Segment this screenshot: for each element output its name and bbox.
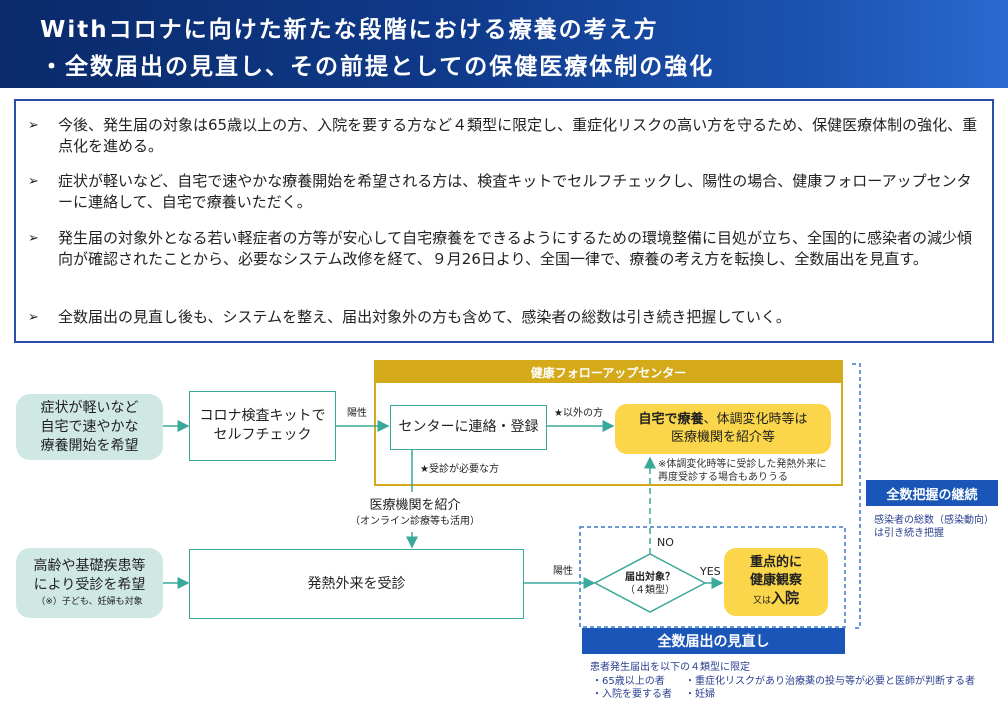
criteria-item: ・妊婦 — [685, 689, 715, 700]
intensive-line: 健康観察 — [749, 573, 802, 588]
diamond-label: 届出対象？ （４類型） — [605, 571, 695, 597]
refer-medical-institution: 医療機関を紹介 — [369, 498, 461, 513]
arrow-bullet-icon: ➢ — [28, 310, 39, 325]
continue-note: 感染者の総数（感染動向） は引き続き把握 — [874, 514, 994, 540]
intensive-line-3: 又は入院 — [753, 590, 799, 610]
pill-line: 高齢や基礎疾患等 — [33, 558, 146, 574]
positive-label-2: 陽性 — [553, 566, 573, 577]
positive-label: 陽性 — [347, 408, 367, 419]
home-care-box: 自宅で療養、体調変化時等は 医療機関を紹介等 — [615, 404, 831, 454]
yes-label: YES — [700, 565, 721, 578]
intensive-line: 重点的に — [749, 555, 802, 570]
mild-symptoms-pill: 症状が軽いなど 自宅で速やかな 療養開始を希望 — [16, 394, 163, 460]
home-care-note: ※体調変化時等に受診した発熱外来に 再度受診する場合もありうる — [658, 458, 826, 484]
title-line-1: Withコロナに向けた新たな段階における療養の考え方 — [40, 17, 659, 43]
home-care-line-2: 医療機関を紹介等 — [670, 430, 775, 445]
arrow-bullet-icon: ➢ — [28, 174, 39, 189]
test-kit-box: コロナ検査キットで セルフチェック — [189, 391, 336, 461]
note-line: ※体調変化時等に受診した発熱外来に — [658, 459, 827, 470]
elderly-pill: 高齢や基礎疾患等 により受診を希望 （※）子ども、妊婦も対象 — [16, 548, 163, 618]
diamond-line: 届出対象？ — [625, 572, 675, 583]
pill-line: により受診を希望 — [33, 577, 146, 593]
pill-line: 症状が軽いなど — [40, 399, 139, 416]
bullet-2: ➢ 症状が軽いなど、自宅で速やかな療養開始を希望される方は、検査キットでセルフチ… — [28, 171, 978, 213]
home-care-bold: 自宅で療養 — [638, 412, 704, 427]
intensive-hospital: 入院 — [771, 591, 799, 607]
home-care-line-1: 自宅で療養、体調変化時等は — [638, 411, 807, 429]
pill-subnote: （※）子ども、妊婦も対象 — [36, 597, 143, 607]
bullet-text: 症状が軽いなど、自宅で速やかな療養開始を希望される方は、検査キットでセルフチェッ… — [58, 172, 972, 211]
criteria-item: ・65歳以上の者 — [592, 676, 665, 687]
bullet-3: ➢ 発生届の対象外となる若い軽症者の方等が安心して自宅療養をできるようにするため… — [28, 228, 978, 270]
box-line: コロナ検査キットで — [199, 408, 326, 424]
note-line: は引き続き把握 — [874, 528, 944, 539]
review-tag: 全数届出の見直し — [582, 628, 845, 654]
continue-bracket — [852, 363, 861, 629]
title-banner: Withコロナに向けた新たな段階における療養の考え方 ・全数届出の見直し、その前… — [0, 0, 1008, 88]
title-line-2: ・全数届出の見直し、その前提としての保健医療体制の強化 — [40, 54, 715, 80]
review-dashed-frame — [579, 526, 846, 628]
criteria-item: ・重症化リスクがあり治療薬の投与等が必要と医師が判断する者 — [685, 676, 975, 687]
bullet-4: ➢ 全数届出の見直し後も、システムを整え、届出対象外の方も含めて、感染者の総数は… — [28, 307, 978, 328]
intensive-care-box: 重点的に 健康観察 又は入院 — [724, 548, 828, 616]
bullet-text: 全数届出の見直し後も、システムを整え、届出対象外の方も含めて、感染者の総数は引き… — [58, 308, 791, 326]
pill-line: 自宅で速やかな — [40, 418, 139, 435]
pill-line: 療養開始を希望 — [40, 437, 139, 454]
continue-tag: 全数把握の継続 — [866, 480, 998, 506]
bullet-text: 発生届の対象外となる若い軽症者の方等が安心して自宅療養をできるようにするための環… — [58, 229, 972, 268]
note-line: 再度受診する場合もありうる — [658, 472, 788, 483]
arrow-bullet-icon: ➢ — [28, 231, 39, 246]
center-contact-box: センターに連絡・登録 — [390, 405, 547, 450]
intensive-or: 又は — [752, 596, 771, 606]
bullet-1: ➢ 今後、発生届の対象は65歳以上の方、入院を要する方など４類型に限定し、重症化… — [28, 115, 978, 157]
summary-box: ➢ 今後、発生届の対象は65歳以上の方、入院を要する方など４類型に限定し、重症化… — [14, 99, 994, 343]
box-line: セルフチェック — [213, 427, 312, 443]
decision-diamond — [593, 553, 707, 613]
followup-center-title: 健康フォローアップセンター — [375, 361, 842, 383]
no-label: NO — [657, 536, 674, 549]
diamond-line: （４類型） — [625, 585, 675, 596]
note-line: 感染者の総数（感染動向） — [874, 515, 994, 526]
criteria-title: 患者発生届出を以下の４類型に限定 — [590, 662, 750, 673]
fever-clinic-box: 発熱外来を受診 — [189, 549, 524, 619]
home-care-rest: 、体調変化時等は — [703, 412, 808, 427]
needs-visit-label: ★受診が必要な方 — [420, 464, 499, 475]
criteria-item: ・入院を要する者 — [592, 689, 672, 700]
other-than-star-label: ★以外の方 — [554, 408, 603, 419]
arrow-bullet-icon: ➢ — [28, 118, 39, 133]
refer-online-note: （オンライン診療等も活用） — [350, 516, 480, 527]
bullet-text: 今後、発生届の対象は65歳以上の方、入院を要する方など４類型に限定し、重症化リス… — [58, 116, 978, 155]
